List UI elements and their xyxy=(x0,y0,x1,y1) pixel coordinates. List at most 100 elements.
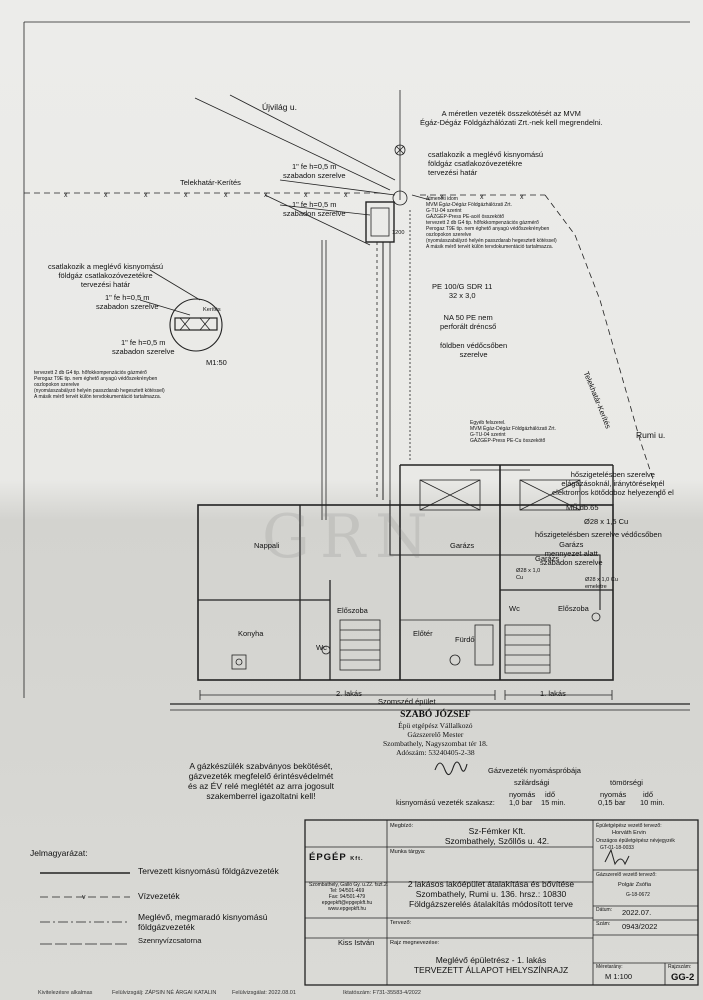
legend-water: Vízvezeték xyxy=(138,891,180,901)
fence-line-right xyxy=(544,194,661,501)
tb-client-label: Megbízó: xyxy=(390,823,414,829)
cu-gas-pipe xyxy=(389,500,601,610)
svg-text:x: x xyxy=(264,192,268,199)
fence-label-left: Telekhatár-Kerítés xyxy=(180,178,241,187)
svg-text:x: x xyxy=(64,192,68,199)
room-konyha: Konyha xyxy=(238,629,264,638)
footer-file-number: Iktatószám: F731-35583-4/2022 xyxy=(343,990,421,996)
tb-number-label: Szám: xyxy=(596,921,611,927)
tb-subject: 2 lakásos lakóépület átalakítása és bőví… xyxy=(407,879,575,909)
dimension-1200: 1200 xyxy=(392,230,405,236)
company-name: ÉPGÉP xyxy=(309,852,347,863)
tb-designer: Kiss István xyxy=(338,938,375,947)
footer-review-date: Felülvizsgálat: 2022.08.01 xyxy=(232,990,296,996)
svg-text:x: x xyxy=(440,194,444,201)
room-eloszoba-left: Előszoba xyxy=(337,606,368,615)
title-block-frame xyxy=(304,819,699,986)
tb-date: 2022.07. xyxy=(622,908,652,917)
tb-client: Sz-Fémker Kft.Szombathely, Szőllős u. 42… xyxy=(444,826,550,846)
room-wc-left: Wc xyxy=(316,643,327,652)
tb-resp-reg: GT-01-18-0033 xyxy=(600,845,634,851)
street-line-ujvilag xyxy=(194,97,391,191)
room-eloszoba-right: Előszoba xyxy=(558,604,589,613)
company-info: Szombathely, Galló Gy. u.22. fszt.2.Tel:… xyxy=(309,882,389,912)
svg-text:x: x xyxy=(480,194,484,201)
detail-scale: M1:50 xyxy=(206,358,227,367)
note-meter-left: tervezett 2 db G4 tip. hőfokkompenzációs… xyxy=(34,370,165,400)
building-outline xyxy=(197,504,614,681)
meter-cabinet xyxy=(365,201,395,243)
label-unit1: 1. lakás xyxy=(540,689,566,698)
legend-sewer: Szennyvízcsatorna xyxy=(138,936,202,945)
tb-date-label: Dátum: xyxy=(596,907,613,913)
room-garazs-right: Garázs xyxy=(535,554,560,563)
tb-gas-label: Gázszerelő vezető tervező: xyxy=(596,872,657,878)
installation-note: A gázkészülék szabványos bekötését,gázve… xyxy=(188,761,334,801)
detail-circle xyxy=(169,298,223,352)
street-label-rumi: Rumi u. xyxy=(636,430,666,440)
room-wc-right: Wc xyxy=(509,604,520,613)
note-insul-tube: hőszigetelésben szerelve védőcsőben xyxy=(535,530,662,539)
note-wall-ref: MŰ.db.65 xyxy=(566,503,599,512)
footer-reviewer: Felülvizsgálj: ZÁPSIN NÉ ÁRGAI KATALIN xyxy=(112,990,217,996)
svg-text:x: x xyxy=(344,192,348,199)
room-nappali: Nappali xyxy=(254,541,280,550)
tb-scale: M 1:100 xyxy=(605,972,633,981)
watermark: GRN xyxy=(262,502,438,572)
svg-text:x: x xyxy=(184,192,188,199)
svg-text:v: v xyxy=(82,894,86,901)
tb-gas-reg: G-18-0672 xyxy=(626,892,650,898)
tb-scale-label: Méretarány: xyxy=(596,964,623,970)
tb-drawing-label: Rajz megnevezése: xyxy=(390,940,440,946)
room-furdo: Fürdő xyxy=(455,635,475,644)
signature-title-block xyxy=(604,848,630,866)
note-cu-main: Ø28 x 1,5 Cu xyxy=(584,517,629,526)
legend-title: Jelmagyarázat: xyxy=(30,848,88,858)
tb-subject-label: Munka tárgya: xyxy=(390,849,426,855)
street-label-ujvilag: Újvilág u. xyxy=(262,102,297,112)
svg-text:x: x xyxy=(104,192,108,199)
tb-resp-name: Horváth Ervin xyxy=(612,830,646,836)
legend-planned-gas: Tervezett kisnyomású földgázvezeték xyxy=(138,866,279,876)
tb-sheet: GG-2 xyxy=(671,972,695,983)
svg-text:x: x xyxy=(224,192,228,199)
svg-text:x: x xyxy=(304,192,308,199)
designer-stamp: SZABÓ JÓZSEF Épü etgépész Vállalkozó Gáz… xyxy=(383,710,488,757)
label-neighbour: Szomszéd épület xyxy=(378,697,436,706)
note-mid-block: Egyéb felszerel.MVM Égáz-Dégáz Földgázhá… xyxy=(470,420,556,444)
svg-text:x: x xyxy=(144,192,148,199)
valve-symbol xyxy=(394,144,406,156)
tb-gas-name: Polgár Zsófia xyxy=(618,882,651,888)
footer-approval: Kivitelezésre alkalmas xyxy=(38,990,93,996)
room-eloter: Előtér xyxy=(413,629,433,638)
tb-number: 0943/2022 xyxy=(622,922,658,931)
room-garazs-left: Garázs xyxy=(450,541,475,550)
label-unit2: 2. lakás xyxy=(336,689,362,698)
detail-label: Kerítés xyxy=(203,307,221,313)
tb-resp-reg-label: Országos épületgépész névjegyzék xyxy=(596,838,675,844)
signature xyxy=(434,761,468,776)
tb-resp-label: Épületgépész vezető tervező: xyxy=(596,823,662,829)
tb-designer-label: Tervező: xyxy=(390,920,412,926)
svg-text:x: x xyxy=(520,194,524,201)
company-logo: ÉPGÉP Kft. xyxy=(309,852,364,863)
tb-sheet-label: Rajzszám: xyxy=(668,964,692,970)
